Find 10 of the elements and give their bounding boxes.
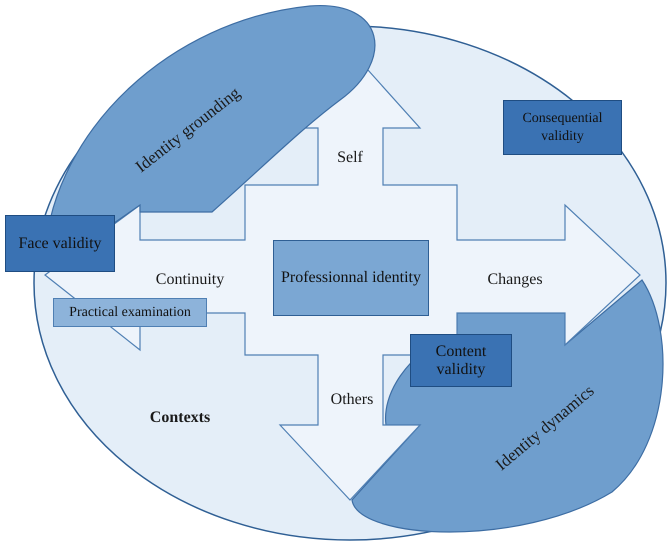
arrow-label: Others <box>330 391 374 409</box>
label-box: Face validity <box>5 215 115 272</box>
arrow-label: Changes <box>487 271 543 289</box>
label-box: Practical examination <box>53 298 207 327</box>
arrow-label: Continuity <box>156 271 224 289</box>
label-box: Content validity <box>410 334 512 387</box>
context-label: Contexts <box>150 409 210 427</box>
label-box: Consequential validity <box>503 100 622 155</box>
arrow-label: Self <box>337 149 363 167</box>
label-box: Professionnal identity <box>273 240 429 316</box>
